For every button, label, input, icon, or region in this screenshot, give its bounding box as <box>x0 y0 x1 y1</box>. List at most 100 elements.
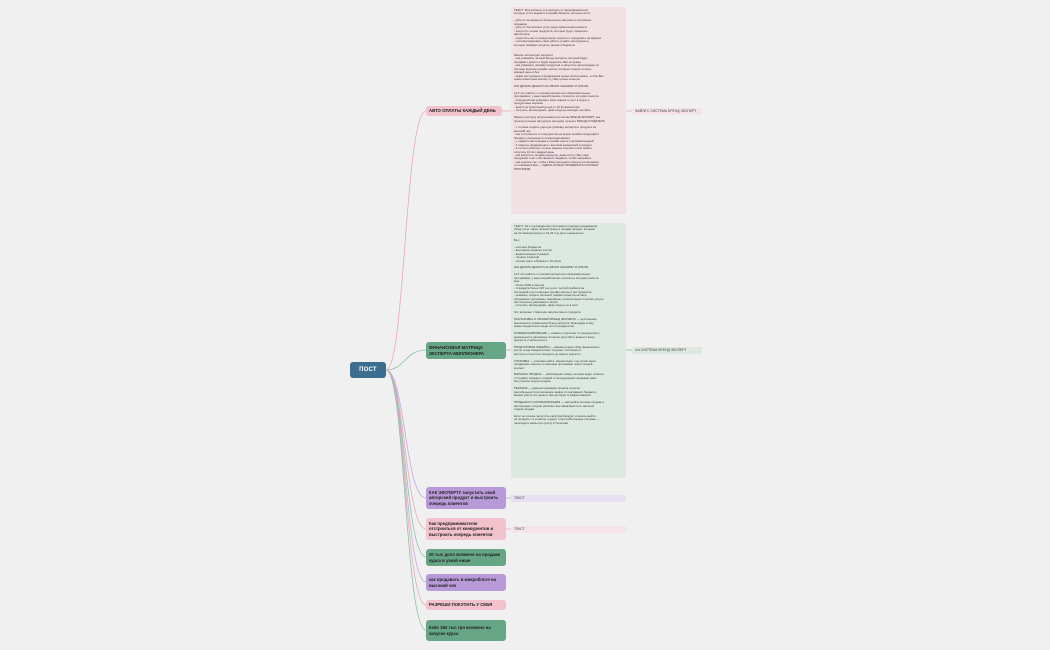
card-text-line: - какие инструменты продвижения нужно ис… <box>514 73 604 78</box>
branch-auto-payments[interactable]: АВТО ОПЛАТЫ КАЖДЫЙ ДЕНЬ <box>426 106 502 116</box>
connector-to-financial-matrix <box>385 349 427 371</box>
branch-350k-case[interactable]: Кейс 350 тыс грн вложено на запуске курс… <box>426 620 506 641</box>
card-text-line: Без: <box>514 237 520 242</box>
card-text-line: продуктовые воронки <box>514 101 543 106</box>
card-text-line: переходи в закрытую группу в Телеграм <box>514 420 568 425</box>
card-text-line: проконтрольную авторскую методику лучшег… <box>514 118 605 123</box>
card-text-line: - платных бюджетов <box>514 244 542 249</box>
card-text-line: - страха снять в Прямых с Ютубом <box>514 258 561 263</box>
card-text-line: продукция и нет собственного бюджета, чт… <box>514 156 592 161</box>
card-text-line: за 5 лет работы с сотнями экспертов в об… <box>514 90 591 95</box>
card-text-line: РЕКЛАМА — диагностировании проекта и рас… <box>514 386 581 391</box>
card-text-line: Если ты хочешь запустить свой курс/проду… <box>514 413 596 418</box>
card-text-line: бренда и уникального позиционирования <box>514 135 570 140</box>
card-text-line: РАСПАКОВКА И ЛИЧНЫЙ БРЕНД ЭКСПЕРТА — дос… <box>514 317 597 322</box>
connector-to-expert-launch <box>385 369 427 499</box>
card-text-line: программах, у меня выработалась стратеги… <box>514 94 599 99</box>
card-text-line: - систематизировать свою работу и найти … <box>514 39 590 44</box>
tag-text-entrepreneur[interactable]: ТЕКСТ <box>511 526 626 533</box>
card-text-line: можно выделиться среди сотни конкурентов <box>514 324 574 329</box>
card-text-line: - получать автопродажи, даже когда я не … <box>514 303 579 308</box>
card-text-line: продавать дорого и будет выделять Вас на… <box>514 59 581 64</box>
card-text-line: УПАКОВКА — упаковка сайта, презентации, … <box>514 358 596 363</box>
card-text-line: рентабельности во вложение заявок от рек… <box>514 389 597 394</box>
branch-financial-matrix[interactable]: ФИНАНСОВАЯ МАТРИЦА ЭКСПЕРТА-МИЛЛИОНЕРА <box>426 342 506 359</box>
card-text-line: получить 10 сил каждый день <box>514 149 555 154</box>
card-text-line: без участия отдела продаж <box>514 379 551 384</box>
card-text-line: контент <box>514 365 525 370</box>
card-text-line: продающие смыслы и смешные программы чер… <box>514 362 593 367</box>
tag-brand-system-link[interactable]: о/л СИСТЕМА БРЕНД ЭКСПЕРТ <box>632 347 702 354</box>
tag-text-expert[interactable]: ТЕКСТ <box>511 495 626 502</box>
card-text-line: от первого касания к первой и последующи… <box>514 375 597 380</box>
card-text-line: - помогает создать большой трафик клиент… <box>514 293 587 298</box>
card-text-line: - с теплым создать дорогую упаковку эксп… <box>514 125 596 130</box>
card-text-line: программах, у меня выработалась стратеги… <box>514 275 599 280</box>
card-text-line: уникальность рассказать историю для себя… <box>514 334 595 339</box>
card-text-line: - уйти от бесплатных услуг ради привлече… <box>514 25 587 30</box>
card-text-line: ПРОДУКТОВАЯ ЛИНЕЙКА — вашим создать базу… <box>514 344 600 349</box>
card-text-line: - как запустить онлайн-продукты, даже ес… <box>514 153 589 158</box>
card-text-line: ВОРОНКА ПРОДАЖ — работающая схема, котор… <box>514 372 604 377</box>
card-text-line: КАК ДЕЛАТЬ ДЕНЬГИ НА СВОИХ ЗНАНИЯХ И ОПЫ… <box>514 83 589 88</box>
card-text-line: - перестать нести конкуренцию отрасли и … <box>514 35 602 40</box>
branch-expert-launch[interactable]: КАК ЭКСПЕРТУ запустить свой авторский пр… <box>426 487 506 509</box>
card-text-line: автооплаты <box>514 32 530 37</box>
card-text-line: - выгорания нервных клеток <box>514 248 552 253</box>
card-text-line: - в теплых работает личное мнение хороши… <box>514 146 592 151</box>
card-text-line: - + правило автопродаж в онлайн-школе с … <box>514 139 594 144</box>
card-text-line: - как упаковать линейку продуктов и запу… <box>514 63 599 68</box>
text-card-financial-matrix[interactable]: ТЕКСТ: За 1 год внедрения системного под… <box>511 223 626 478</box>
card-text-line: Это включает стратегию запуска своего пр… <box>514 310 582 315</box>
card-text-line: знали известным эксперт и у Вас целые кл… <box>514 77 580 82</box>
card-text-line: - запустить серию продуктов, которые буд… <box>514 28 589 33</box>
card-text-line: системе воронки онлайн-школы, которые ге… <box>514 66 592 71</box>
card-text-line: ПРОГРАММ <box>514 166 531 171</box>
card-text-line: Именно систему использовали на основе БР… <box>514 115 601 120</box>
card-text-line: - 4 секреты продвижения с высокой конвер… <box>514 142 592 147</box>
card-text-line: Многие интересуют вопросы: <box>514 52 554 57</box>
card-text-line: ТЕКСТ: За 1 год внедрения системного под… <box>514 224 598 228</box>
card-text-line: ТЕКСТ: Мои клиенты это эксперты и предпр… <box>514 8 589 12</box>
connector-to-20k-case <box>385 369 427 558</box>
card-text-line: - выжигательных пузырей <box>514 251 549 256</box>
branch-20k-case[interactable]: 20 тыс долл вложено на продаже курса в у… <box>426 549 506 566</box>
card-text-line: - получать автопродажи, даже когда не вы… <box>514 108 591 113</box>
card-text-line: без большого рекламного затрат <box>514 299 559 304</box>
card-text-line: - выйти на приличный доход от 10 $ ежеме… <box>514 104 580 109</box>
card-text-line: - лишних клиентов <box>514 255 540 260</box>
card-text-line: - как отстроиться от конкурентов на рынк… <box>514 132 600 137</box>
card-text-line: вашим увести его деньги там где будет в … <box>514 393 591 398</box>
card-text-line: каждый день и без <box>514 70 540 75</box>
card-text-line: которые снимают ресурсы, время и бюджеты <box>514 42 575 47</box>
card-text-line: ценность и экспертность <box>514 337 548 342</box>
card-text-line: - уйти от выгорания в бесконечных запуск… <box>514 18 592 23</box>
card-text-line: - более 3000 клиентов <box>514 282 545 287</box>
tag-brand-system-file[interactable]: ФАЙЛ/ГС СИСТЕМА БРЕНД ЭКСПЕРТ <box>632 108 702 115</box>
branch-microblog[interactable]: как продавать в микроблоге на высокий че… <box>426 574 506 591</box>
connector-to-350k-case <box>385 369 427 631</box>
card-text-line: автопродаж, которая работает вне зависим… <box>514 403 595 408</box>
card-text-line: обзор услуг через личный бренд я продаю … <box>514 227 595 232</box>
card-text-line: последний год с помощью онлайн-школы и и… <box>514 289 592 294</box>
card-text-line: на системный доход от 10-25 тыс долл еже… <box>514 230 585 235</box>
card-text-line: ПРОДАЖИ И СИСТЕМАТИЗАЦИЯ — настройка сис… <box>514 400 604 405</box>
branch-allow-buying[interactable]: РАЗРЕШИ ПОКУПАТЬ У СЕБЯ <box>426 600 506 610</box>
branch-entrepreneur[interactable]: Как предпринимателю отстроиться от конку… <box>426 518 506 540</box>
card-text-line: доступен и простого продукта до самого д… <box>514 351 581 356</box>
root-node[interactable]: ПОСТ <box>350 362 386 378</box>
card-text-line: - как сделать так, чтобы к Вам приходили… <box>514 159 599 164</box>
card-text-line: за 5 лет работы с сотнями экспертов в об… <box>514 272 591 277</box>
connector-to-auto-payments <box>385 110 427 371</box>
card-text-line: отдела продаж <box>514 407 535 412</box>
card-text-line: роста, когда каждый клиент покупает пост… <box>514 348 582 353</box>
card-text-line: на продукты те клиенты и дадут точно раб… <box>514 417 600 422</box>
card-text-line: высокий чек <box>514 128 531 133</box>
card-text-line: и оплачивали Вас — ЗДЕСЬ НУЖНО ПРОДВИГАТ… <box>514 163 599 168</box>
card-text-line: - стандарта более 100 тыс долл. чистой п… <box>514 286 585 291</box>
text-card-auto-payments[interactable]: ТЕКСТ: Мои клиенты это эксперты и предпр… <box>511 7 626 214</box>
card-text-line: продажах <box>514 21 527 26</box>
card-text-line: - специалистам упаковать свои знания и о… <box>514 97 590 102</box>
card-text-line: - как упаковать личный бренд эксперта, к… <box>514 56 588 61</box>
card-text-line: обучающие программы, марафоны, консульта… <box>514 296 604 301</box>
